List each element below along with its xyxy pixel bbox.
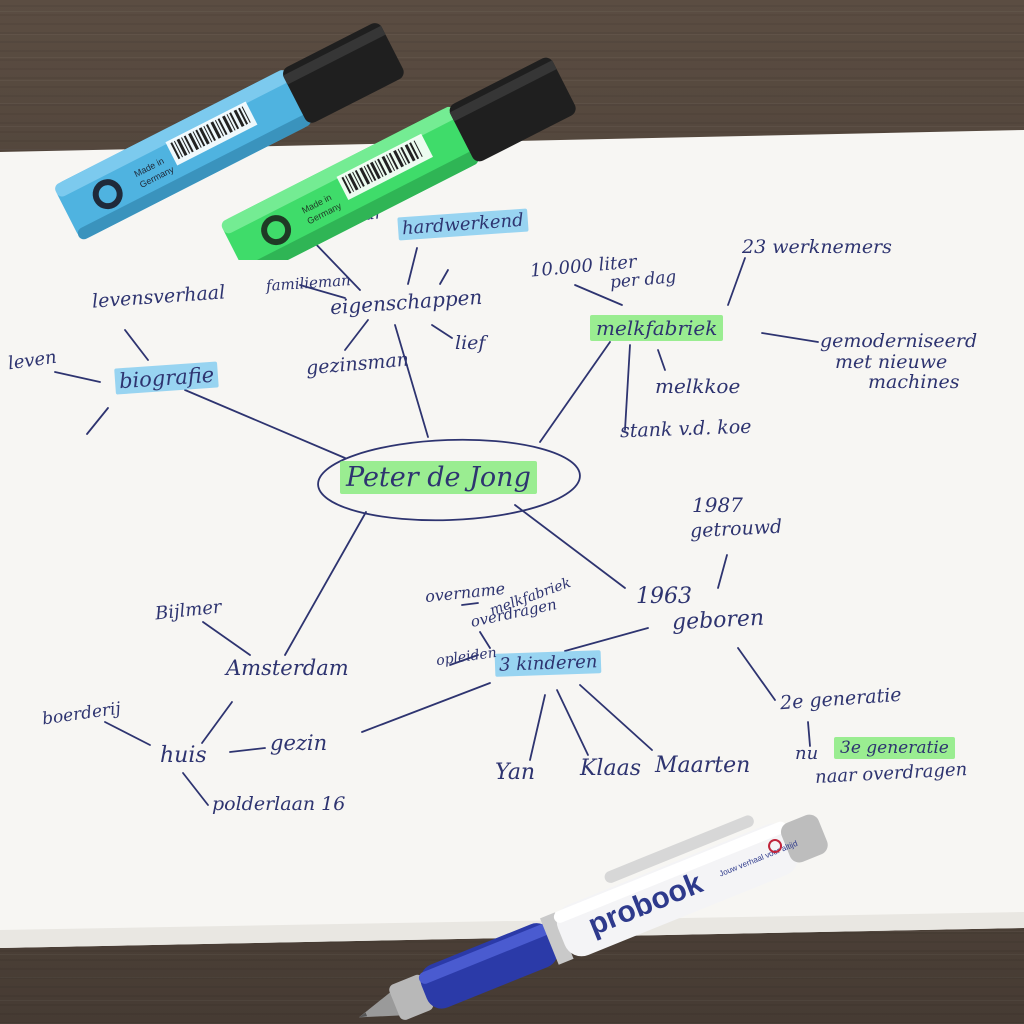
node-lief: lief — [455, 332, 486, 354]
line-center-melkfabriek — [539, 341, 611, 443]
node-yan: Yan — [495, 760, 536, 785]
node-generatie3: 3e generatie — [834, 737, 955, 759]
node-getrouwd-year: 1987 — [692, 493, 743, 517]
line-center-geboren — [514, 504, 626, 589]
node-gezin: gezin — [270, 731, 328, 755]
node-melkfabriek: melkfabriek — [590, 315, 724, 341]
node-gemoderniseerd-line3: machines — [868, 371, 960, 393]
node-maarten: Maarten — [655, 753, 751, 778]
center-node: Peter de Jong — [340, 461, 537, 494]
node-gemoderniseerd-line2: met nieuwe — [835, 351, 948, 373]
node-klaas: Klaas — [580, 756, 641, 781]
node-huis: huis — [160, 743, 207, 768]
center-ellipse — [317, 438, 581, 522]
node-adres: polderlaan 16 — [212, 793, 346, 815]
blue-highlighter: Made in Germany — [55, 23, 404, 240]
node-amsterdam: Amsterdam — [226, 656, 349, 680]
green-highlighter: Made in Germany — [221, 57, 576, 260]
node-melkkoe: melkkoe — [655, 374, 741, 398]
line-center-eigenschappen — [394, 324, 429, 438]
node-werknemers: 23 werknemers — [742, 236, 892, 258]
node-nu: nu — [795, 743, 819, 764]
node-gemoderniseerd-line1: gemoderniseerd — [820, 330, 978, 352]
line-center-amsterdam — [284, 511, 367, 656]
node-geboren-year: 1963 — [636, 584, 692, 609]
line-center-biografie — [184, 389, 346, 459]
